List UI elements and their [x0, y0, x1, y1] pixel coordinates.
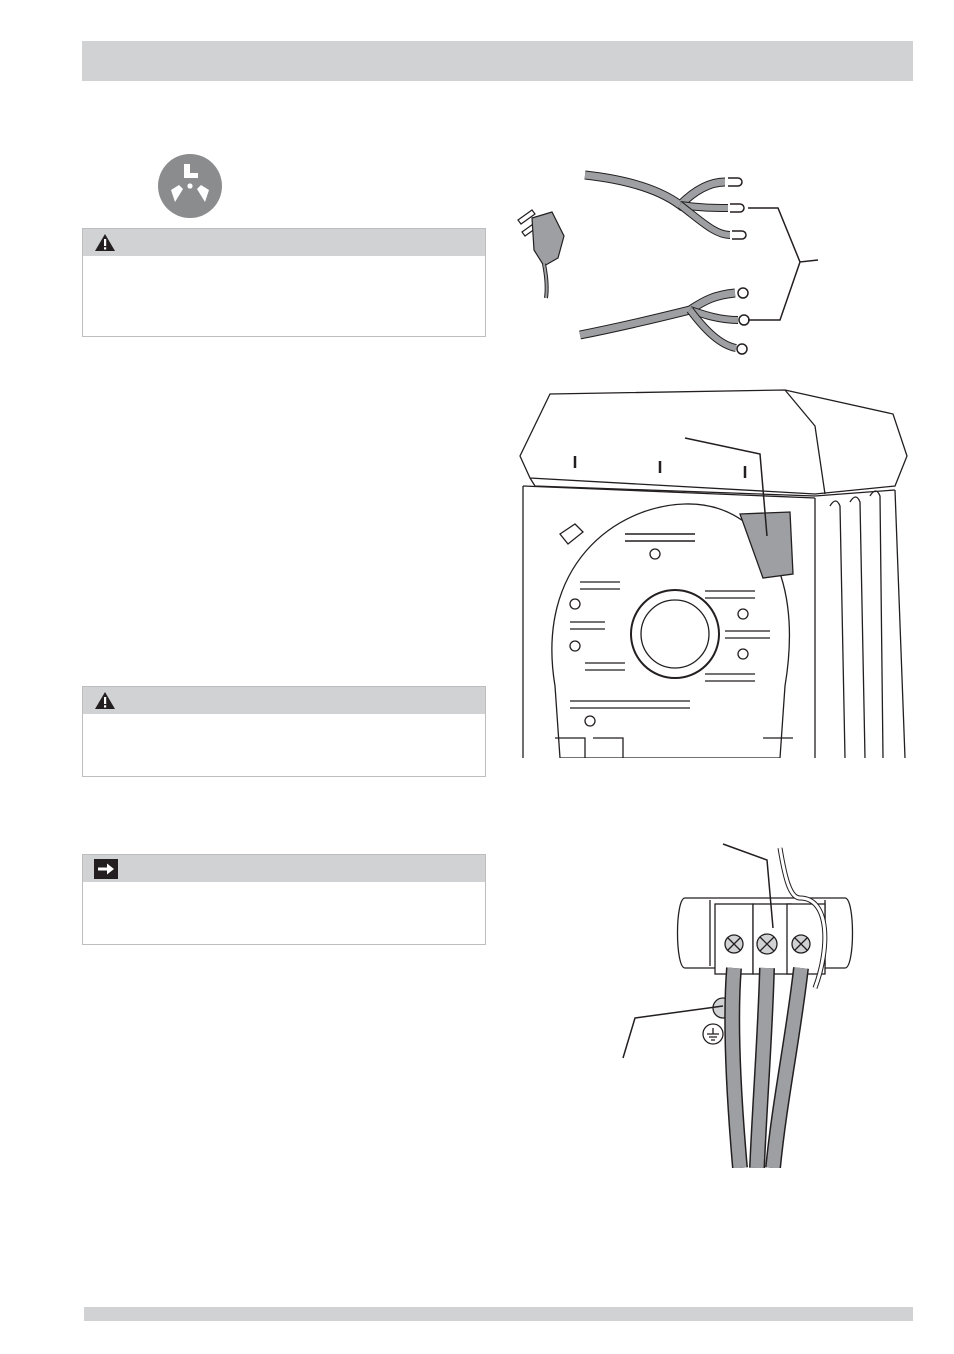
ring-terminal-wires [579, 287, 750, 355]
warning-triangle-icon [95, 234, 115, 251]
note-box [82, 854, 486, 945]
warning-box-1 [82, 228, 486, 337]
footer-bar [84, 1307, 913, 1321]
bracket-leader [748, 207, 819, 321]
warning-box-2-header [83, 687, 485, 714]
warning-box-1-text [83, 256, 485, 272]
gray-wires [724, 967, 809, 1168]
plug-illustration [517, 209, 565, 299]
note-box-header [83, 855, 485, 882]
terminal-block-figure [622, 843, 854, 1168]
warning-box-2 [82, 686, 486, 777]
warning-box-2-text [83, 714, 485, 730]
arrow-right-icon [94, 859, 118, 879]
warning-triangle-icon [95, 692, 115, 709]
warning-box-1-header [83, 229, 485, 256]
dryer-back-figure [519, 389, 908, 758]
power-cord-figure [517, 170, 819, 355]
note-box-text [83, 882, 485, 898]
header-bar [82, 41, 913, 81]
receptacle-3-prong-icon [158, 154, 222, 218]
spade-terminal-wires [584, 170, 747, 240]
